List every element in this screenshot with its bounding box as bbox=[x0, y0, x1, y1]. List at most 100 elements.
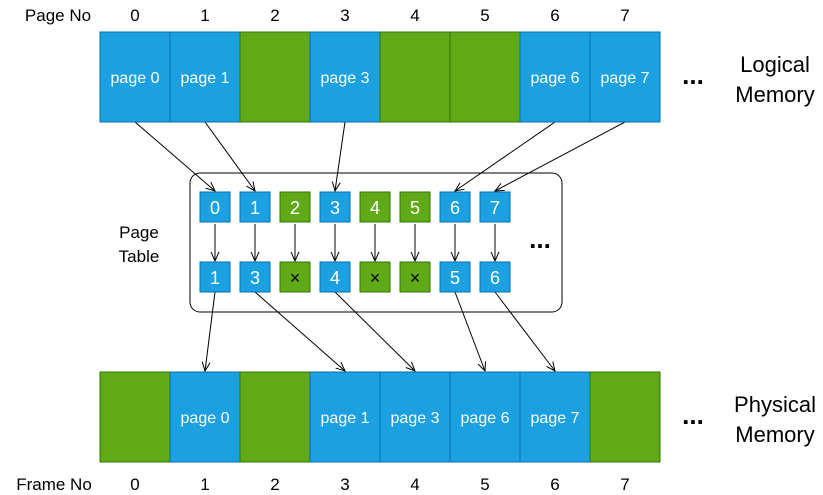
logical-to-table-arrow bbox=[204, 121, 255, 191]
frame-index-label: 0 bbox=[130, 475, 139, 494]
page-index-label: 2 bbox=[270, 6, 279, 25]
logical-page-cell bbox=[309, 31, 381, 123]
logical-to-table-arrow bbox=[134, 121, 215, 191]
physical-frame-cell bbox=[449, 371, 521, 463]
physical-frame-label: page 3 bbox=[391, 410, 440, 427]
logical-memory-label-line2: Memory bbox=[735, 82, 814, 107]
logical-memory-label-line1: Logical bbox=[740, 52, 810, 77]
page-table-page-number: 7 bbox=[490, 198, 500, 218]
invalid-entry-icon: × bbox=[370, 268, 381, 288]
page-table-page-cell bbox=[199, 191, 231, 223]
logical-ellipsis: ... bbox=[682, 60, 704, 90]
page-no-label: Page No bbox=[25, 6, 91, 25]
logical-page-cell bbox=[449, 31, 521, 123]
physical-frame-cell bbox=[239, 371, 311, 463]
page-table-page-number: 6 bbox=[450, 198, 460, 218]
physical-memory: page 0 page 1 page 3 page 6 page 7 0 1 2 3 4 5 6 7 bbox=[99, 371, 661, 494]
page-table-page-number: 4 bbox=[370, 198, 380, 218]
page-table-frame-cell bbox=[319, 261, 351, 293]
page-index-label: 3 bbox=[340, 6, 349, 25]
page-table-page-number: 5 bbox=[410, 198, 420, 218]
logical-to-table-arrow bbox=[335, 121, 346, 191]
page-table: 0 1 1 3 2 × 3 4 4 × 5 × 6 5 7 6 bbox=[199, 191, 511, 293]
physical-frame-cell bbox=[169, 371, 241, 463]
page-table-frame-number: 3 bbox=[250, 268, 260, 288]
page-table-frame-number: 5 bbox=[450, 268, 460, 288]
page-table-page-number: 2 bbox=[290, 198, 300, 218]
physical-frame-label: page 6 bbox=[461, 410, 510, 427]
physical-frame-cell bbox=[99, 371, 171, 463]
physical-memory-label-line1: Physical bbox=[734, 392, 816, 417]
physical-frame-cell bbox=[379, 371, 451, 463]
frame-index-label: 7 bbox=[620, 475, 629, 494]
page-table-page-number: 1 bbox=[250, 198, 260, 218]
table-to-physical-arrow bbox=[254, 291, 345, 371]
logical-page-cell bbox=[589, 31, 661, 123]
physical-frame-cell bbox=[519, 371, 591, 463]
logical-page-label: page 0 bbox=[111, 70, 160, 87]
page-index-label: 0 bbox=[130, 6, 139, 25]
physical-frame-cell bbox=[589, 371, 661, 463]
page-table-frame-number: 4 bbox=[330, 268, 340, 288]
page-table-frame-cell bbox=[239, 261, 271, 293]
frame-index-label: 5 bbox=[480, 475, 489, 494]
page-table-frame-cell bbox=[359, 261, 391, 293]
table-to-physical-arrow bbox=[205, 291, 216, 371]
page-table-page-cell bbox=[319, 191, 351, 223]
logical-page-cell bbox=[379, 31, 451, 123]
table-to-physical-arrow bbox=[494, 291, 555, 371]
logical-to-table-arrow bbox=[455, 121, 556, 191]
logical-page-label: page 3 bbox=[321, 70, 370, 87]
frame-index-label: 1 bbox=[200, 475, 209, 494]
page-table-page-number: 3 bbox=[330, 198, 340, 218]
page-table-label-line2: Table bbox=[119, 247, 160, 266]
page-table-ellipsis: ... bbox=[529, 224, 551, 254]
logical-to-table-arrow bbox=[495, 121, 626, 191]
logical-page-cell bbox=[239, 31, 311, 123]
page-table-label-line1: Page bbox=[119, 223, 159, 242]
page-table-frame-number: 1 bbox=[210, 268, 220, 288]
logical-page-label: page 1 bbox=[181, 70, 230, 87]
invalid-entry-icon: × bbox=[410, 268, 421, 288]
physical-frame-label: page 1 bbox=[321, 410, 370, 427]
page-table-frame-cell bbox=[479, 261, 511, 293]
page-table-page-cell bbox=[479, 191, 511, 223]
page-table-frame-cell bbox=[279, 261, 311, 293]
page-table-page-cell bbox=[399, 191, 431, 223]
physical-frame-label: page 7 bbox=[531, 410, 580, 427]
frame-index-label: 3 bbox=[340, 475, 349, 494]
page-table-page-cell bbox=[439, 191, 471, 223]
physical-frame-cell bbox=[309, 371, 381, 463]
logical-page-cell bbox=[169, 31, 241, 123]
frame-index-label: 2 bbox=[270, 475, 279, 494]
logical-page-cell bbox=[99, 31, 171, 123]
logical-page-label: page 6 bbox=[531, 70, 580, 87]
physical-ellipsis: ... bbox=[682, 400, 704, 430]
page-table-frame-cell bbox=[439, 261, 471, 293]
page-index-label: 1 bbox=[200, 6, 209, 25]
page-table-frame-cell bbox=[199, 261, 231, 293]
page-table-page-number: 0 bbox=[210, 198, 220, 218]
page-table-page-cell bbox=[279, 191, 311, 223]
physical-frame-label: page 0 bbox=[181, 410, 230, 427]
invalid-entry-icon: × bbox=[290, 268, 301, 288]
page-table-page-cell bbox=[239, 191, 271, 223]
page-table-frame-number: 6 bbox=[490, 268, 500, 288]
physical-memory-label-line2: Memory bbox=[735, 422, 814, 447]
arrows-layer bbox=[134, 121, 626, 371]
table-to-physical-arrow bbox=[454, 291, 485, 371]
frame-index-label: 6 bbox=[550, 475, 559, 494]
page-table-page-cell bbox=[359, 191, 391, 223]
frame-index-label: 4 bbox=[410, 475, 419, 494]
page-table-frame-cell bbox=[399, 261, 431, 293]
logical-page-label: page 7 bbox=[601, 70, 650, 87]
page-index-label: 6 bbox=[550, 6, 559, 25]
logical-page-cell bbox=[519, 31, 591, 123]
page-index-label: 7 bbox=[620, 6, 629, 25]
table-to-physical-arrow bbox=[334, 291, 415, 371]
page-table-box bbox=[189, 172, 563, 313]
page-index-label: 5 bbox=[480, 6, 489, 25]
